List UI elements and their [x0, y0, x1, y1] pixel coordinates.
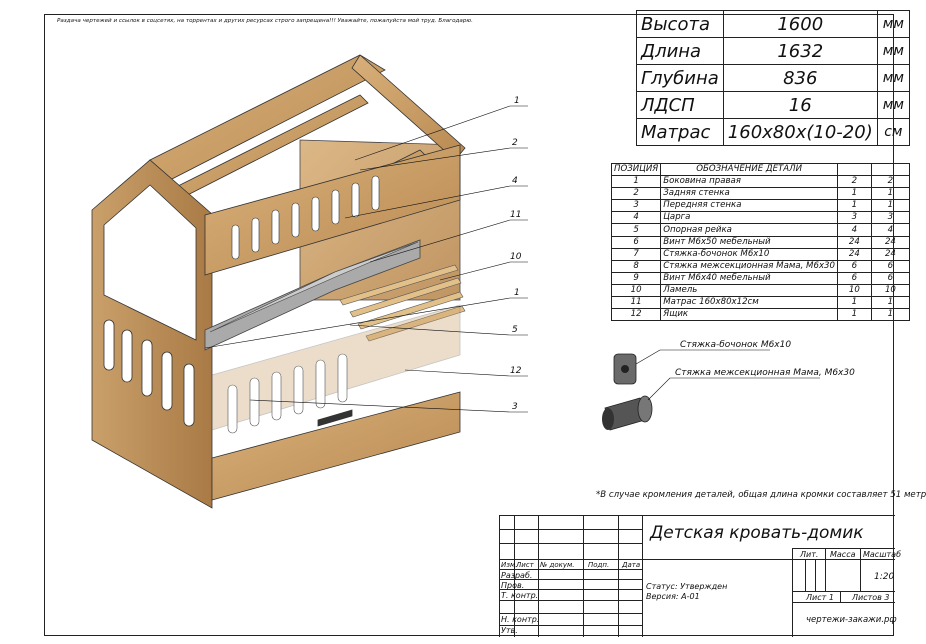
callout-label: 1	[514, 288, 520, 298]
title-block: Детская кровать-домик Изм. Лист № докум.…	[499, 515, 901, 637]
row-utv: Утв.	[501, 626, 518, 635]
dimension-value: 160х80х(10-20)	[722, 118, 878, 146]
side-panel-front	[91, 159, 213, 509]
row-razrab: Разраб.	[501, 571, 533, 580]
callout-label: 1	[514, 96, 520, 106]
sheet-number: Лист 1	[806, 593, 834, 602]
dimension-unit: см	[876, 118, 911, 146]
dimension-value: 836	[722, 64, 878, 92]
sheet-count: Листов 3	[852, 593, 890, 602]
dimension-label: Матрас	[636, 118, 724, 146]
dimension-label: Высота	[636, 10, 724, 38]
dimension-label: Длина	[636, 37, 724, 65]
doc-status: Статус: Утвержден	[646, 582, 728, 591]
col-izm: Изм.	[501, 561, 518, 569]
dimension-unit: мм	[876, 10, 911, 38]
callout-label: 3	[512, 402, 518, 412]
part-name: Ящик	[660, 308, 838, 322]
barrel-nut-icon	[613, 349, 770, 385]
col-doc: № докум.	[540, 561, 575, 569]
callout-label: 11	[510, 210, 522, 220]
part-pos: 12	[610, 308, 662, 322]
col-list: Лист	[516, 561, 534, 569]
back-wall-slots	[231, 175, 380, 260]
doc-version: Версия: А-01	[646, 592, 700, 601]
callout-label: 10	[510, 252, 522, 262]
connector-bolt-icon	[602, 377, 820, 431]
dimension-value: 1600	[722, 10, 878, 38]
callout-label: 4	[512, 176, 518, 186]
header-position: ПОЗИЦИЯ	[610, 162, 662, 177]
dimension-label: ЛДСП	[636, 91, 724, 119]
mattress-top	[209, 241, 419, 333]
callout-label: 12	[510, 366, 522, 376]
leader-lines	[204, 105, 528, 413]
edge-banding-note: *В случае кромления деталей, общая длина…	[596, 490, 926, 500]
col-scale: Масштаб	[863, 550, 902, 559]
dimension-label: Глубина	[636, 64, 724, 92]
drawing-title: Детская кровать-домик	[650, 523, 864, 543]
drawing-frame	[44, 14, 894, 636]
col-mass: Масса	[830, 550, 856, 559]
dimension-value: 16	[722, 91, 878, 119]
scale-value: 1:20	[874, 572, 895, 582]
callout-label: 2	[512, 138, 518, 148]
col-sign: Подп.	[588, 561, 610, 569]
part-qty: 1	[836, 308, 872, 322]
copyright-notice: Раздача чертежей и ссылок в соцсетях, на…	[57, 18, 473, 24]
website: чертежи-закажи.рф	[806, 615, 897, 625]
connector-label: Стяжка межсекционная Мама, М6х30	[675, 368, 855, 378]
row-nkontr: Н. контр.	[501, 615, 540, 624]
barrel-nut-label: Стяжка-бочонок М6х10	[680, 340, 792, 350]
slats	[339, 264, 466, 342]
row-prov: Пров.	[501, 581, 525, 590]
col-date: Дата	[622, 561, 641, 569]
callout-label: 5	[512, 325, 518, 335]
col-lit: Лит.	[800, 550, 819, 559]
dimension-unit: мм	[876, 91, 911, 119]
part-qty-total: 1	[870, 308, 911, 322]
row-tkontr: Т. контр.	[501, 591, 539, 600]
drawer	[211, 391, 461, 501]
parts-header: ПОЗИЦИЯ ОБОЗНАЧЕНИЕ ДЕТАЛИ	[610, 162, 911, 177]
